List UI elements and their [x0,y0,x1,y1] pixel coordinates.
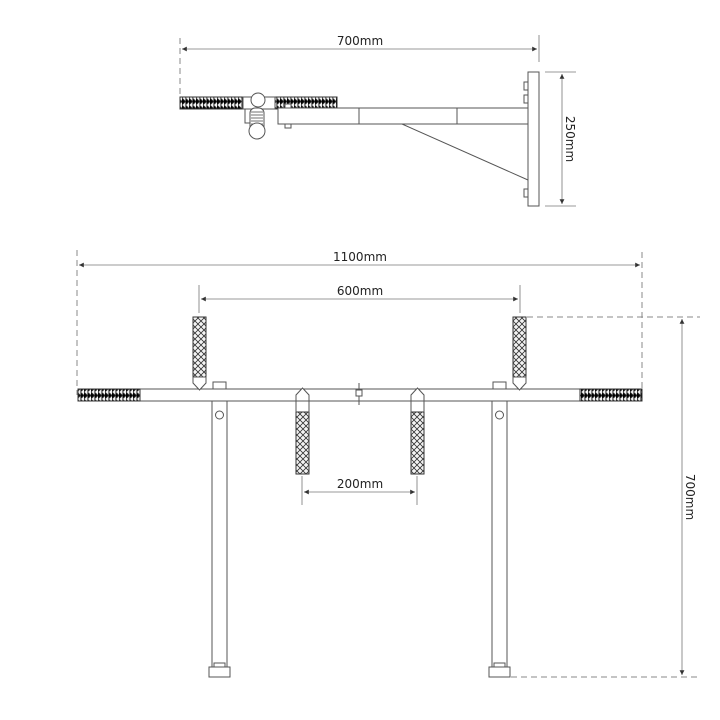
pin-knob [248,122,266,140]
top-height-label: 250mm [563,116,577,162]
plate-bolt [523,81,529,91]
plate-bolt [523,188,529,198]
height-label: 700mm [683,474,697,520]
grip-left [179,96,243,110]
foot-cap [493,662,506,668]
wide-grip-left [192,316,207,378]
bolt-top [284,103,292,109]
foot-right [488,666,511,678]
narrow-grip-label: 200mm [337,477,383,491]
arm-sleeve [358,107,458,125]
leg-hole [215,410,224,420]
overall-width-label: 1100mm [333,250,387,264]
end-grip-right [579,388,643,402]
leg-hole [495,410,504,420]
leg-cap [212,381,227,390]
top-view: 700mm 250mm [179,34,577,207]
grip-tip [295,387,310,402]
center-clamp-nut [355,389,363,397]
end-grip-left [77,388,141,402]
top-width-label: 700mm [337,34,383,48]
wide-grip-label: 600mm [337,284,383,298]
leg-cap [492,381,507,390]
wide-grip-right [512,316,527,378]
foot-left [208,666,231,678]
plate-bolt [523,94,529,104]
bolt-bottom [284,123,292,129]
foot-cap [213,662,226,668]
grip-tip [192,376,207,391]
grip-tip [512,376,527,391]
narrow-grip-left [295,411,310,475]
wall-plate [527,71,540,207]
leg-right [491,400,508,670]
narrow-grip-right [410,411,425,475]
spring-coils [251,111,263,125]
brace [401,123,529,181]
grip-tip [410,387,425,402]
front-view: 1100mm 600mm 200mm [76,250,700,678]
clamp-knob [250,92,266,108]
leg-left [211,400,228,670]
grip-right [274,96,338,110]
